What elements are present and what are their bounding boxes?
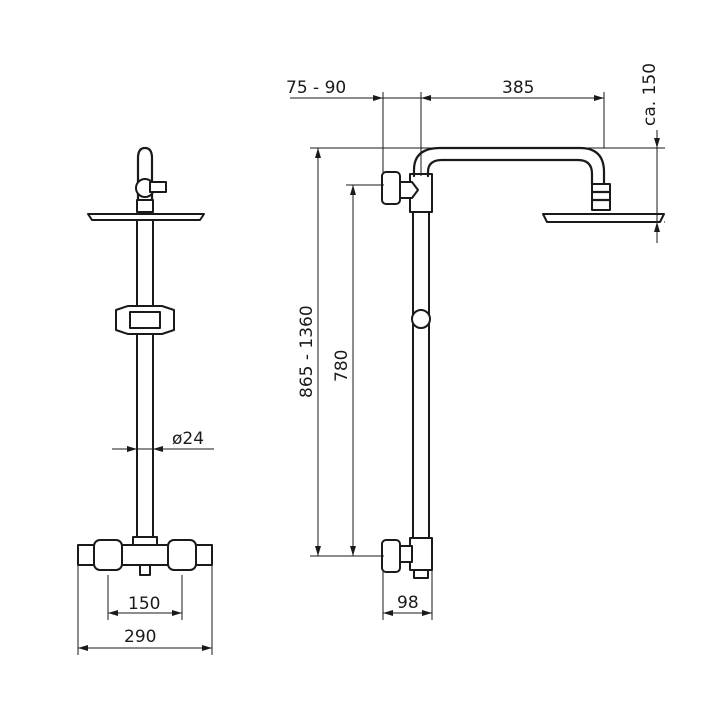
- depth-arrow-left: [383, 610, 393, 616]
- depth-arrow-right: [422, 610, 432, 616]
- front-head-nut: [136, 199, 154, 213]
- diameter-arrow-right: [153, 446, 163, 452]
- side-arm-inner: [426, 158, 594, 186]
- front-valve-right-handle: [167, 539, 197, 571]
- head-drop-label: ca. 150: [640, 63, 660, 126]
- front-arm-connector: [149, 181, 167, 193]
- arm-offset-label: 75 - 90: [286, 78, 346, 98]
- side-holder-knob: [411, 309, 431, 329]
- inlet-arrow-left: [108, 610, 118, 616]
- side-bottom-outlet: [413, 569, 429, 579]
- total-height-label: 865 - 1360: [297, 305, 317, 398]
- total-height-arrow-top: [315, 148, 321, 158]
- side-top-wall-bracket: [381, 171, 401, 205]
- front-holder-center: [129, 311, 161, 329]
- side-riser-pipe: [412, 191, 430, 543]
- side-bottom-elbow: [409, 537, 433, 571]
- total-height-arrow-bottom: [315, 546, 321, 556]
- side-view: 75 - 90 385 ca. 150 865 - 1360 780 98: [286, 63, 665, 620]
- front-valve-top-connector: [132, 536, 158, 546]
- pipe-diameter-label: ø24: [172, 429, 204, 449]
- inlet-spacing-label: 150: [128, 594, 160, 614]
- front-view: ø24 150 290: [77, 146, 214, 655]
- front-valve-outlet: [139, 564, 151, 576]
- bar-height-arrow-top: [350, 185, 356, 195]
- side-shower-head: [542, 213, 665, 223]
- front-riser-pipe: [136, 219, 154, 543]
- bar-height-label: 780: [332, 350, 352, 382]
- arm-offset-arrow-left: [373, 95, 383, 101]
- valve-arrow-left: [78, 645, 88, 651]
- side-head-nut: [591, 183, 611, 211]
- side-arm-outer: [412, 146, 606, 186]
- inlet-arrow-right: [172, 610, 182, 616]
- head-drop-arrow-bottom: [654, 222, 660, 232]
- valve-arrow-right: [202, 645, 212, 651]
- front-shower-head: [87, 213, 205, 221]
- depth-label: 98: [397, 593, 419, 613]
- diameter-arrow-left: [127, 446, 137, 452]
- front-valve-left-handle: [93, 539, 123, 571]
- bar-height-arrow-bottom: [350, 546, 356, 556]
- head-drop-arrow-top: [654, 138, 660, 148]
- side-bottom-wall-bracket: [381, 539, 401, 573]
- arm-length-arrow-right: [594, 95, 604, 101]
- arm-length-label: 385: [502, 78, 534, 98]
- front-arm-top: [136, 146, 154, 202]
- valve-width-label: 290: [124, 627, 156, 647]
